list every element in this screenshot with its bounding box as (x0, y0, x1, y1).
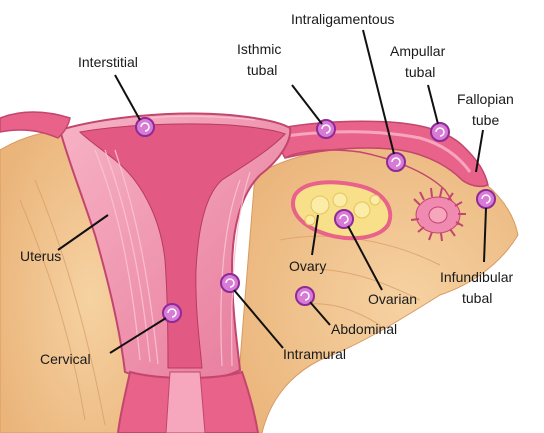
cervical-canal (166, 372, 205, 433)
label-fallopian-line1: Fallopian (457, 91, 514, 107)
implant-interstitial (136, 118, 154, 136)
implant-ampullar (431, 123, 449, 141)
implant-ovarian (335, 210, 353, 228)
label-uterus: Uterus (20, 248, 61, 264)
implant-isthmic (317, 120, 335, 138)
label-interstitial: Interstitial (78, 54, 138, 70)
label-infundibular-line1: Infundibular (440, 269, 514, 285)
label-infundibular-line2: tubal (462, 290, 492, 306)
label-isthmic-line1: Isthmic (237, 41, 281, 57)
label-isthmic-line2: tubal (247, 62, 277, 78)
label-fallopian-line2: tube (472, 112, 499, 128)
label-ampullar-line1: Ampullar (390, 43, 446, 59)
label-ovary: Ovary (289, 258, 326, 274)
left-tube (0, 112, 70, 138)
implant-infundibular (477, 190, 495, 208)
label-cervical: Cervical (40, 351, 91, 367)
label-intramural: Intramural (283, 346, 346, 362)
label-abdominal: Abdominal (331, 321, 397, 337)
label-ovarian: Ovarian (368, 291, 417, 307)
implant-intraligamentous (387, 153, 405, 171)
implant-intramural (221, 274, 239, 292)
label-intraligamentous: Intraligamentous (291, 11, 395, 27)
label-ampullar-line2: tubal (405, 64, 435, 80)
